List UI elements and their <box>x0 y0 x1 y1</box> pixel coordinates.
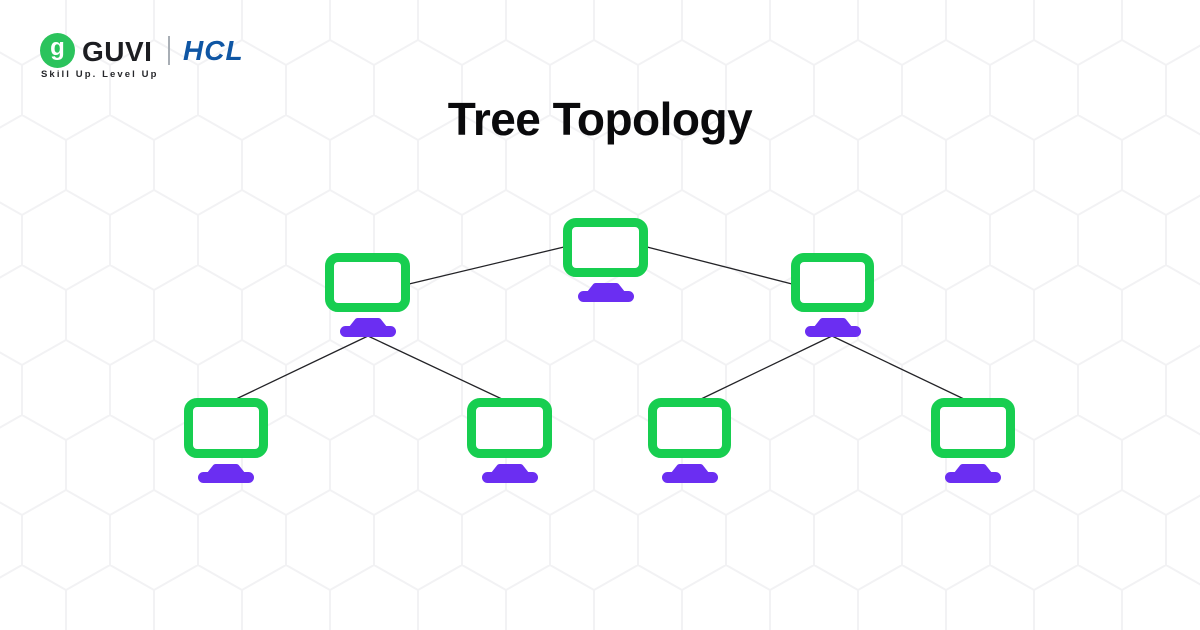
monitor-stand-icon <box>661 464 718 483</box>
edge-branch-right-to-leaf-4 <box>831 335 967 401</box>
monitor-stand-icon <box>804 318 861 337</box>
guvi-wordmark: GUVI <box>82 36 153 67</box>
logo-divider <box>168 36 170 65</box>
monitor-stand-icon <box>339 318 396 337</box>
monitor-screen-icon <box>791 253 874 312</box>
monitor-screen-icon <box>931 398 1015 458</box>
monitor-screen-icon <box>184 398 268 458</box>
branch-right-computer <box>791 253 874 337</box>
monitor-stand-icon <box>577 283 634 302</box>
monitor-stand-icon <box>198 464 254 483</box>
monitor-screen-icon <box>325 253 410 312</box>
edge-branch-left-to-leaf-2 <box>367 335 505 401</box>
monitor-stand-icon <box>945 464 1001 483</box>
leaf-4-computer <box>931 398 1015 483</box>
edge-branch-left-to-leaf-1 <box>233 335 369 401</box>
monitor-stand-icon <box>481 464 538 483</box>
branch-left-computer <box>325 253 410 337</box>
monitor-screen-icon <box>648 398 731 458</box>
leaf-1-computer <box>184 398 268 483</box>
edge-branch-right-to-leaf-3 <box>698 335 833 401</box>
page-title: Tree Topology <box>447 93 753 145</box>
leaf-3-computer <box>648 398 731 483</box>
root-computer <box>563 218 648 302</box>
hcl-wordmark: HCL <box>183 35 244 66</box>
monitor-screen-icon <box>563 218 648 277</box>
leaf-2-computer <box>467 398 552 483</box>
guvi-logo-letter: g <box>50 33 65 61</box>
monitor-screen-icon <box>467 398 552 458</box>
brand-tagline: Skill Up. Level Up <box>41 69 159 80</box>
edge-root-to-branch-right <box>646 246 793 285</box>
guvi-logo-icon: g <box>40 33 75 68</box>
edge-root-to-branch-left <box>408 246 565 285</box>
